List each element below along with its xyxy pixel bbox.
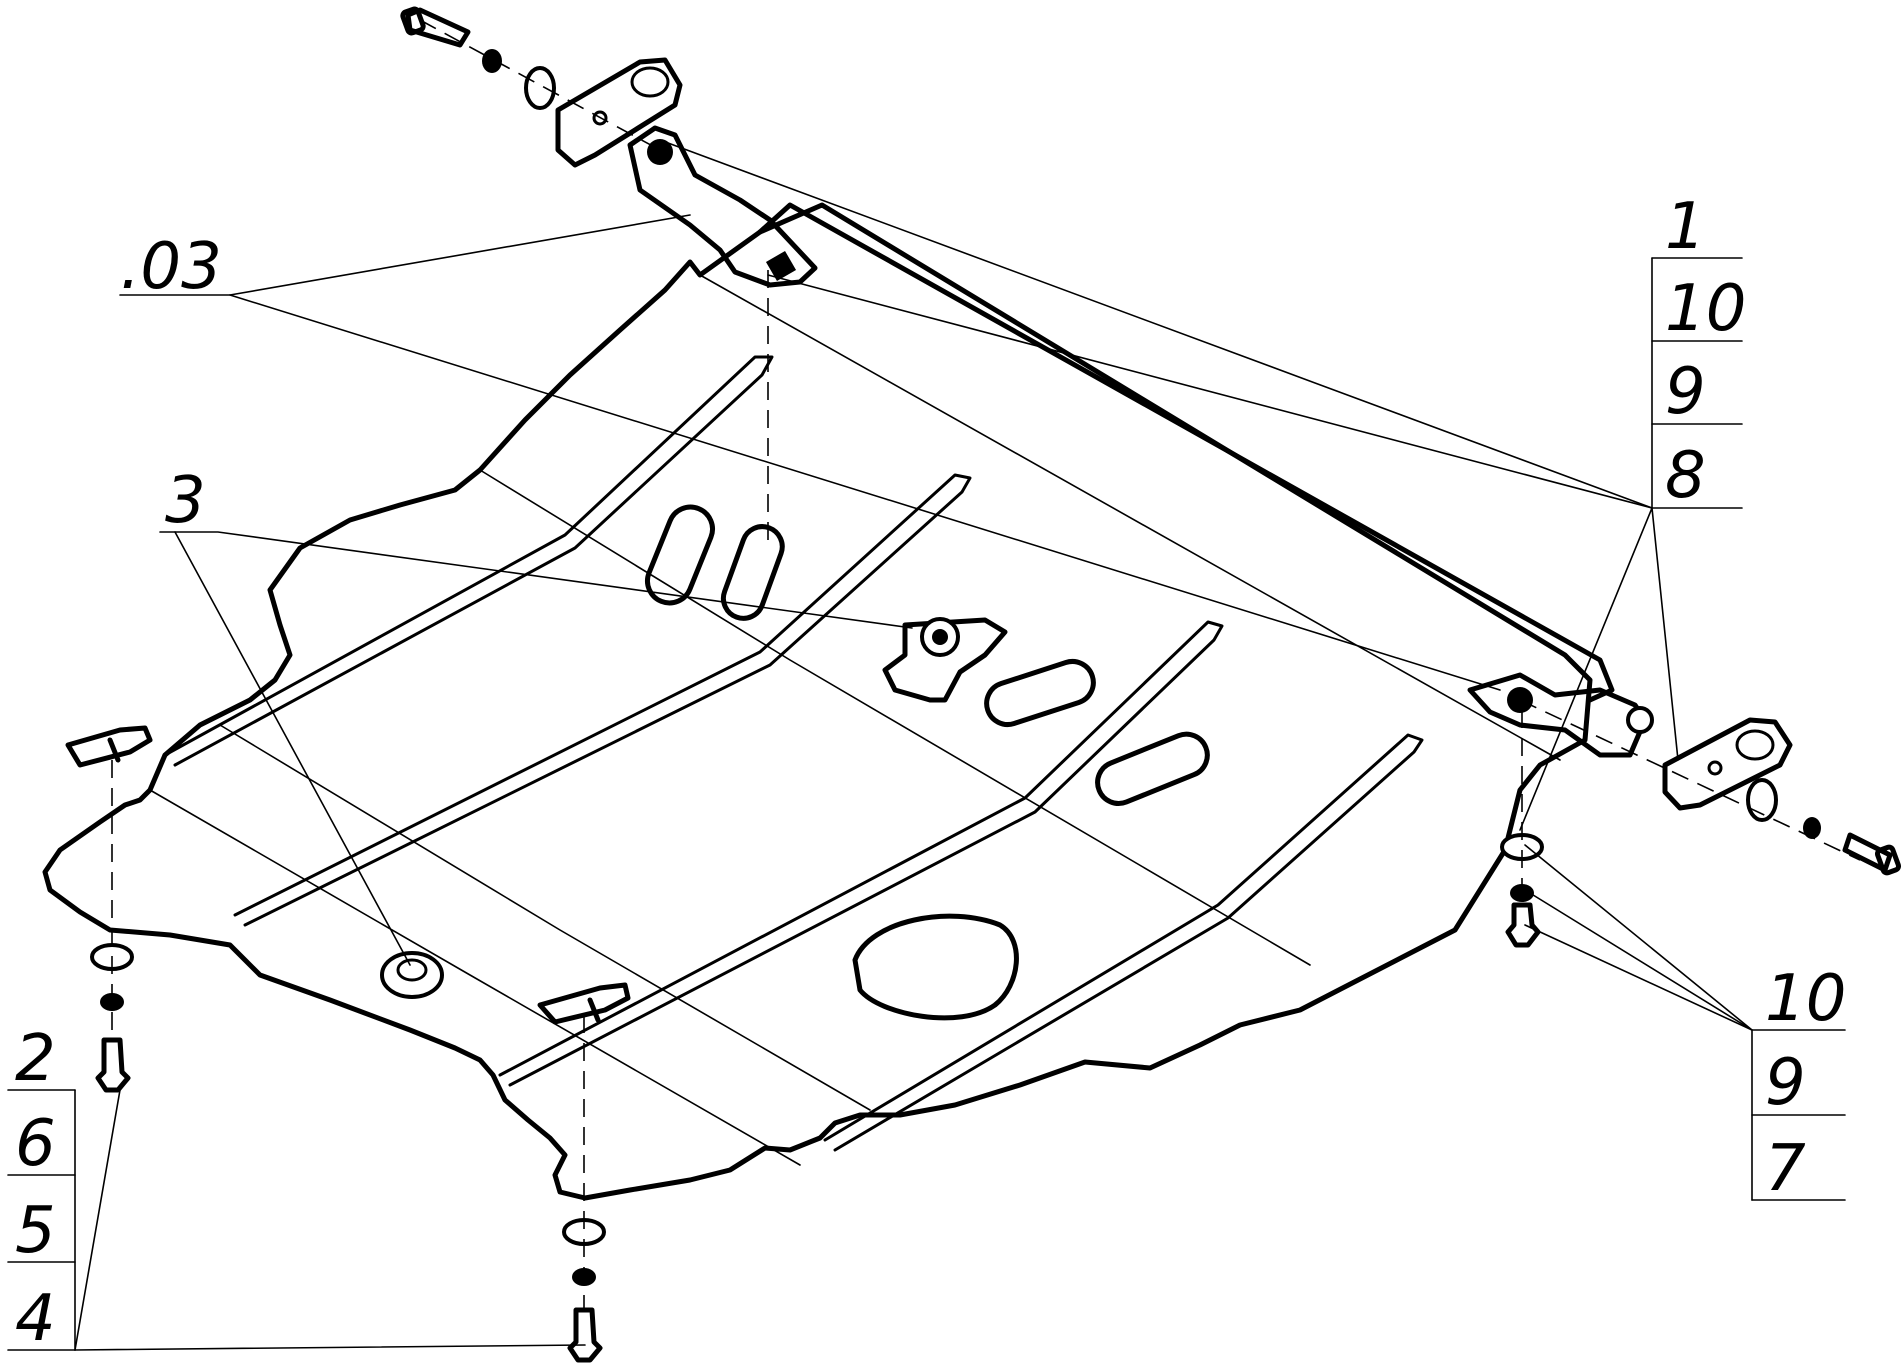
label-frame-bottom-left [7,1089,76,1351]
rear-bracket-right [1467,672,1654,758]
plate-washer [380,951,444,999]
center-clip [882,617,1008,703]
stiffening-rib [163,355,774,767]
label-frame-bottom-right [1751,1029,1846,1201]
leader-lines [74,139,1753,1351]
hardware-top-left [400,6,683,168]
rear-flange [757,202,1615,703]
nut [482,49,502,73]
callout-2: 2 [15,1022,56,1096]
stiffening-rib [498,620,1224,1087]
washer [524,66,556,110]
callout-9-bottom: 9 [1765,1046,1806,1120]
cage-nut-left [65,725,153,768]
bend-line [479,469,1311,966]
callout-3: 3 [165,464,206,538]
callout-4: 4 [15,1282,56,1356]
drain-opening [852,913,1019,1021]
callout-6: 6 [15,1107,56,1181]
assembly-axes [111,19,1861,1310]
skid-plate-outline [42,202,1593,1201]
bend-line [149,789,801,1166]
mounting-plate [555,57,683,168]
skid-plate [42,202,1615,1201]
label-frame-top-right [1651,257,1743,509]
hardware-right [1662,717,1901,876]
bend-line [219,724,871,1111]
bolt [567,1307,603,1363]
mounting-plate [1662,717,1793,811]
callout-7: 7 [1765,1132,1806,1206]
bolt [1505,902,1541,948]
slot-hole [1095,731,1210,806]
callout-1: 1 [1665,190,1706,264]
callout-10-top: 10 [1665,272,1746,346]
bend-line [699,274,1561,761]
callout-03: .03 [120,230,222,304]
callout-8: 8 [1665,439,1706,513]
cage-nut-center [537,982,631,1025]
slot-hole [720,524,785,621]
hardware-bottom-right [1500,833,1544,948]
rear-bracket-left [627,125,818,288]
callout-5: 5 [15,1194,56,1268]
slot-hole [984,658,1096,728]
slot-hole [645,504,715,606]
stiffening-rib [233,473,972,927]
bolt [95,1037,131,1093]
callout-9-top: 9 [1665,355,1706,429]
stiffening-rib [823,733,1424,1152]
callout-10-bottom: 10 [1765,962,1846,1036]
nut [1803,817,1821,839]
